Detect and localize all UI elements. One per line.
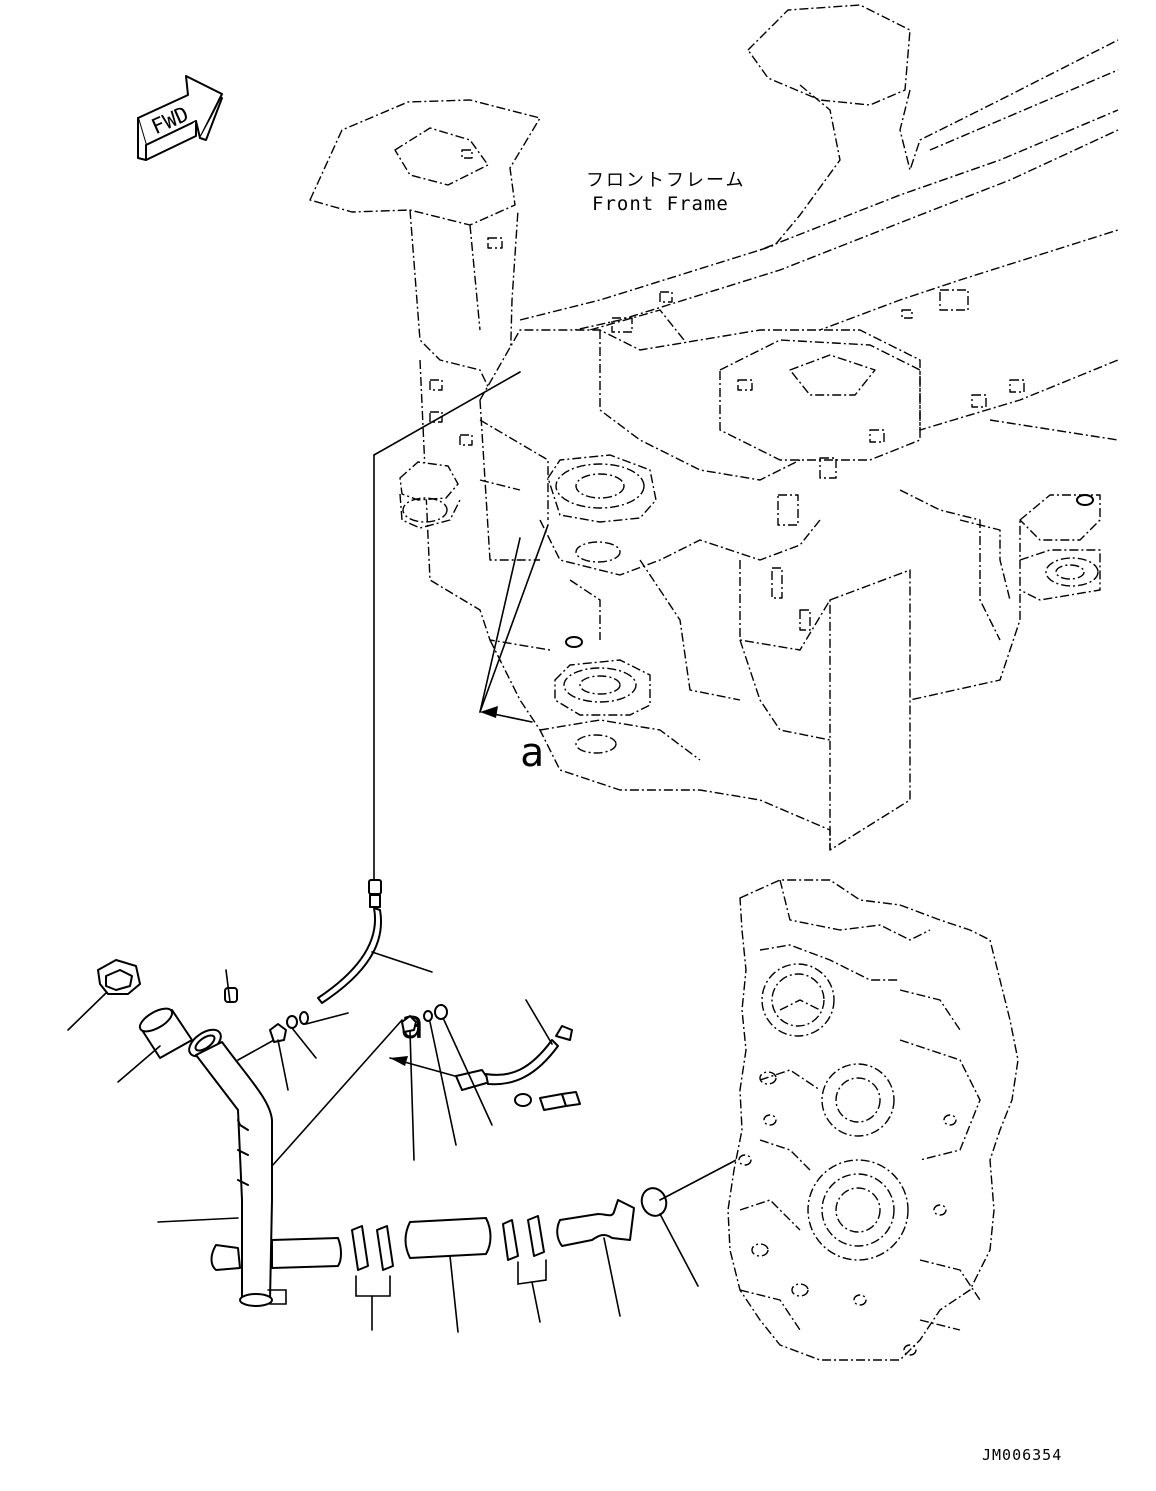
elbow-fitting-upper (224, 969, 349, 1091)
oil-filler-tube (157, 1019, 403, 1307)
transmission-outline (727, 879, 1019, 1361)
breather-hose (317, 371, 521, 1004)
front-frame-outline (309, 4, 1119, 851)
ref-a-upper: a (520, 730, 544, 776)
lower-hose-and-clamps (351, 1157, 741, 1333)
ref-a-lower-callout: a (389, 999, 581, 1111)
ref-a-upper-callout: a (479, 524, 549, 776)
frame-label-en: Front Frame (592, 193, 729, 215)
drawing-number: JM006354 (982, 1446, 1062, 1464)
strainer-icon (117, 1007, 193, 1083)
mid-fittings (401, 1004, 493, 1161)
frame-label-jp: フロントフレーム (586, 170, 745, 191)
fwd-arrow-icon: FWD (137, 75, 223, 161)
filler-cap-icon (67, 959, 141, 1031)
